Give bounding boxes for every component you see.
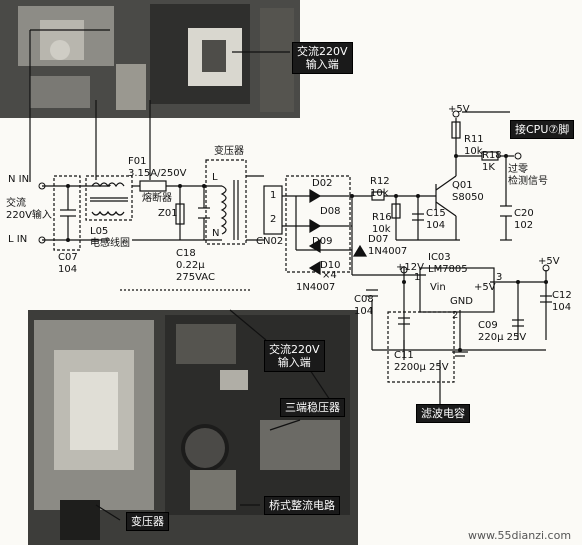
- c09-label: C09 220μ 25V: [478, 320, 527, 343]
- pin3-label: 3: [496, 272, 503, 283]
- d02-label: D02: [312, 178, 333, 189]
- transformer-dashed-box: [205, 159, 247, 245]
- callout-cpu-pin: 接CPU⑦脚: [510, 120, 575, 139]
- transformer-n-label: N: [212, 228, 220, 239]
- junction-dots: [38, 110, 550, 352]
- d08-label: D08: [320, 206, 341, 217]
- f01-label: F01 3.15A/250V: [128, 156, 187, 179]
- zero-cross-label: 过零 检测信号: [508, 164, 548, 187]
- r12-label: R12 10k: [370, 176, 390, 199]
- transformer-label: 变压器: [214, 146, 244, 157]
- l-in-label: L IN: [8, 234, 28, 245]
- n-in-label: N IN: [8, 174, 30, 185]
- in4007-label: 1N4007: [296, 282, 336, 293]
- pin2-label: 2: [452, 310, 459, 321]
- top-pcb-photo: [0, 0, 300, 118]
- l05-label: L05 电感线圈: [90, 226, 130, 249]
- gnd-pin-label: GND: [450, 296, 473, 307]
- r18-label: R18 1K: [482, 150, 502, 173]
- ic03-label: IC03 LM7805: [428, 252, 468, 275]
- schematic-components: [53, 51, 552, 521]
- d-x4-label: ×4: [322, 270, 337, 281]
- q01-label: Q01 S8050: [452, 180, 484, 203]
- c11-label: C11 2200μ 25V: [394, 350, 449, 373]
- callout-ac-input-top: 交流220V 输入端: [292, 42, 353, 74]
- callout-regulator: 三端稳压器: [280, 398, 345, 417]
- callout-bridge: 桥式整流电路: [264, 496, 340, 515]
- cn02-pin2: 2: [270, 214, 277, 225]
- d07-label: D07 1N4007: [368, 234, 408, 257]
- c12-label: C12 104: [552, 290, 572, 313]
- transformer-l-label: L: [212, 172, 218, 183]
- pin1-label: 1: [414, 272, 421, 283]
- d09-label: D09: [312, 236, 333, 247]
- callout-ac-input-bottom: 交流220V 输入端: [264, 340, 325, 372]
- l05-dashed-box: [85, 175, 133, 221]
- fuse-label: 熔断器: [142, 193, 172, 204]
- ac-in-label: 交流 220V输入: [6, 198, 52, 221]
- watermark: www.55dianzi.com: [468, 529, 572, 542]
- callout-transformer: 变压器: [126, 512, 169, 531]
- r11-label: R11 10k: [464, 134, 484, 157]
- r16-label: R16 10k: [372, 212, 392, 235]
- c20-label: C20 102: [514, 208, 534, 231]
- callout-filter-cap: 滤波电容: [416, 404, 470, 423]
- ic03-box: [419, 267, 495, 313]
- plus5v-top-label: +5V: [448, 104, 470, 115]
- c07-label: C07 104: [58, 252, 78, 275]
- c18-label: C18 0.22μ 275VAC: [176, 248, 215, 283]
- plus5-pin-label: +5V: [474, 282, 496, 293]
- plus12v-label: +12V: [396, 262, 424, 273]
- bottom-board-photo: [28, 310, 358, 545]
- c15-label: C15 104: [426, 208, 446, 231]
- cn02-pin1: 1: [270, 190, 277, 201]
- plus5v-right-label: +5V: [538, 256, 560, 267]
- c07-dashed-box: [53, 175, 81, 251]
- z01-label: Z01: [158, 208, 178, 219]
- cn02-label: CN02: [256, 236, 284, 247]
- d10-label: D10: [320, 260, 341, 271]
- vin-pin-label: Vin: [430, 282, 446, 293]
- c08-label: C08 104: [354, 294, 374, 317]
